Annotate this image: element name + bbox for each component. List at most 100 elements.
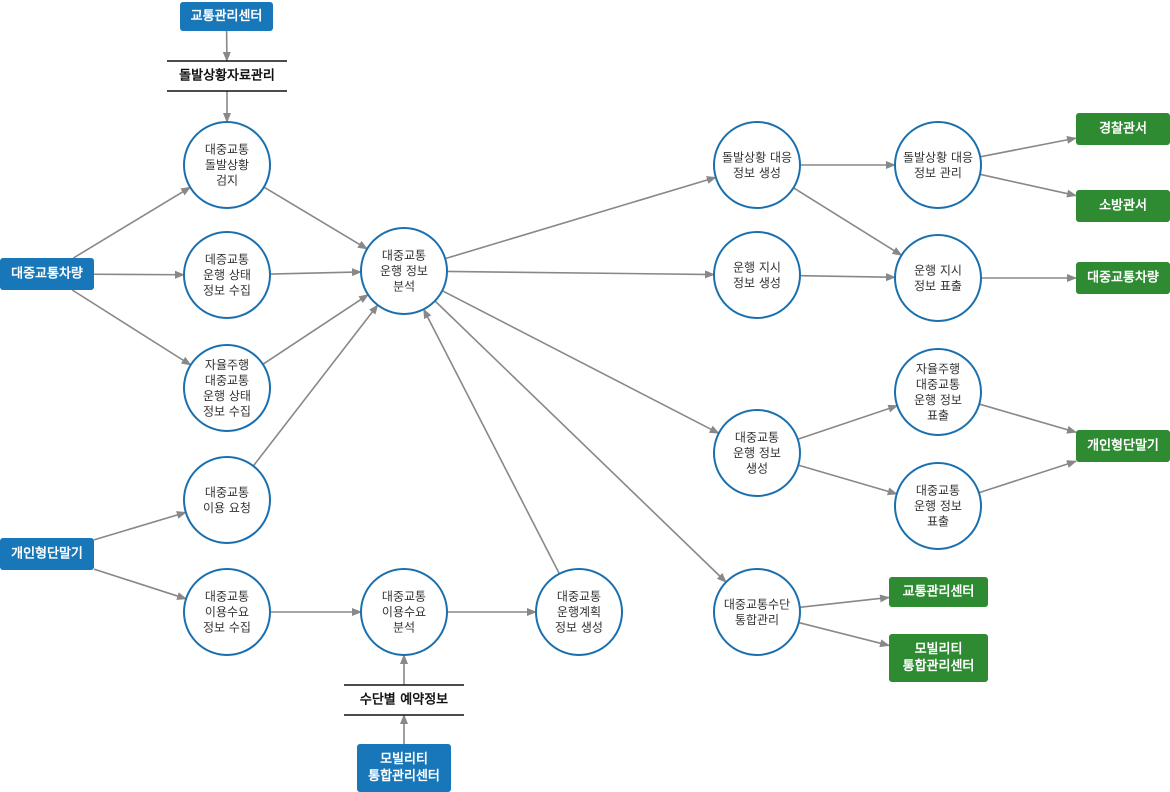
- process-circle: [183, 568, 271, 656]
- process-label: 분석: [393, 280, 415, 294]
- entity-box: [889, 577, 988, 607]
- process-label: 정보 수집: [203, 621, 251, 635]
- flow-arrow-c_stat-to-c_ana: [269, 268, 363, 277]
- flow-arrow-c_req-to-c_ana: [252, 304, 379, 467]
- flow-arrow-ext_term-to-c_req: [93, 511, 187, 541]
- process-label: 대중교통: [382, 590, 426, 604]
- entity-box: [1076, 113, 1170, 145]
- entity-box: [357, 744, 451, 792]
- process-label: 대중교통: [557, 590, 601, 604]
- flow-arrow-c_ana-to-c_mode: [434, 300, 727, 583]
- flow-arrow-c_ogen-to-c_adisp: [797, 404, 899, 441]
- process-label: 이용수요: [382, 605, 426, 619]
- process-label: 표출: [927, 515, 949, 529]
- node-o_pol: 경찰관서: [1076, 113, 1170, 145]
- data-store-label: 돌발상황자료관리: [179, 68, 275, 84]
- process-label: 운행 정보: [914, 392, 962, 407]
- node-ext_term: 개인형단말기: [0, 538, 94, 570]
- flow-arrow-c_auto-to-c_ana: [262, 294, 369, 365]
- process-label: 생성: [746, 462, 768, 476]
- process-label: 정보 표출: [914, 279, 962, 293]
- entity-label: 교통관리센터: [903, 584, 975, 600]
- node-o_term: 개인형단말기: [1076, 430, 1170, 462]
- process-label: 운행 정보: [380, 263, 428, 278]
- process-label: 돌발상황: [205, 158, 249, 172]
- process-label: 대중교통: [205, 590, 249, 604]
- flow-arrow-c_ogen-to-c_disp: [798, 464, 898, 496]
- process-circle: [183, 121, 271, 209]
- flow-arrow-c_mode-to-o_tc: [799, 594, 890, 609]
- flow-arrow-ext_veh-to-c_stat: [93, 270, 186, 279]
- process-circle: [713, 568, 801, 656]
- process-circle: [713, 121, 801, 209]
- process-label: 운행 정보: [914, 498, 962, 513]
- process-label: 대중교통수단: [724, 597, 790, 611]
- process-circle: [535, 568, 623, 656]
- flow-arrow-ext_veh-to-c_auto: [71, 289, 192, 366]
- data-store-label: 수단별 예약정보: [360, 692, 448, 708]
- entity-label: 경찰관서: [1099, 121, 1147, 137]
- flow-arrow-c_mode-to-o_mob: [798, 621, 890, 648]
- process-label: 돌발상황 대응: [903, 150, 973, 164]
- process-label: 운행 상태: [203, 267, 251, 282]
- entity-label: 모빌리티: [915, 641, 963, 657]
- process-label: 자율주행: [916, 361, 960, 376]
- node-st_inc: 돌발상황자료관리: [167, 60, 287, 92]
- node-o_tc: 교통관리센터: [889, 577, 988, 607]
- node-o_fire: 소방관서: [1076, 190, 1170, 222]
- process-label: 자율주행: [205, 357, 249, 372]
- process-label: 대중교통: [382, 249, 426, 263]
- process-circle: [894, 462, 982, 550]
- entity-box: [1076, 430, 1170, 462]
- process-label: 정보 생성: [733, 276, 781, 290]
- process-circle: [713, 231, 801, 319]
- flow-arrow-c_inc-to-c_ana: [263, 186, 368, 250]
- entity-box: [1076, 190, 1170, 222]
- flow-arrows: [71, 30, 1077, 744]
- entity-label: 모빌리티: [380, 751, 428, 767]
- entity-label: 교통관리센터: [191, 8, 263, 24]
- process-label: 정보 수집: [203, 404, 251, 418]
- entity-box: [0, 258, 94, 290]
- process-circle: [713, 409, 801, 497]
- entity-label: 소방관서: [1099, 198, 1147, 214]
- node-ext_tc: 교통관리센터: [180, 2, 273, 31]
- process-label: 정보 생성: [733, 166, 781, 180]
- process-label: 검지: [216, 174, 238, 188]
- process-label: 운행계획: [557, 604, 601, 619]
- process-circle: [894, 121, 982, 209]
- process-circle: [183, 456, 271, 544]
- entity-box: [889, 634, 988, 682]
- node-o_veh: 대중교통차량: [1076, 262, 1170, 294]
- entity-label: 통합관리센터: [903, 658, 975, 674]
- entity-box: [180, 2, 273, 31]
- process-circle: [183, 344, 271, 432]
- flow-arrow-ext_term-to-c_dem: [93, 568, 188, 600]
- process-label: 대중교통: [205, 373, 249, 387]
- entity-label: 대중교통차량: [11, 266, 83, 282]
- process-label: 이용 요청: [203, 501, 251, 515]
- process-circle: [360, 227, 448, 315]
- process-circle: [360, 568, 448, 656]
- entity-label: 개인형단말기: [11, 546, 83, 562]
- process-label: 대중교통: [916, 377, 960, 391]
- process-label: 정보 수집: [203, 284, 251, 298]
- process-label: 이용수요: [205, 605, 249, 619]
- entity-box: [1076, 262, 1170, 294]
- flow-arrow-c_ana-to-c_igen: [446, 270, 716, 279]
- node-st_res: 수단별 예약정보: [344, 684, 464, 716]
- process-label: 정보 생성: [555, 621, 603, 635]
